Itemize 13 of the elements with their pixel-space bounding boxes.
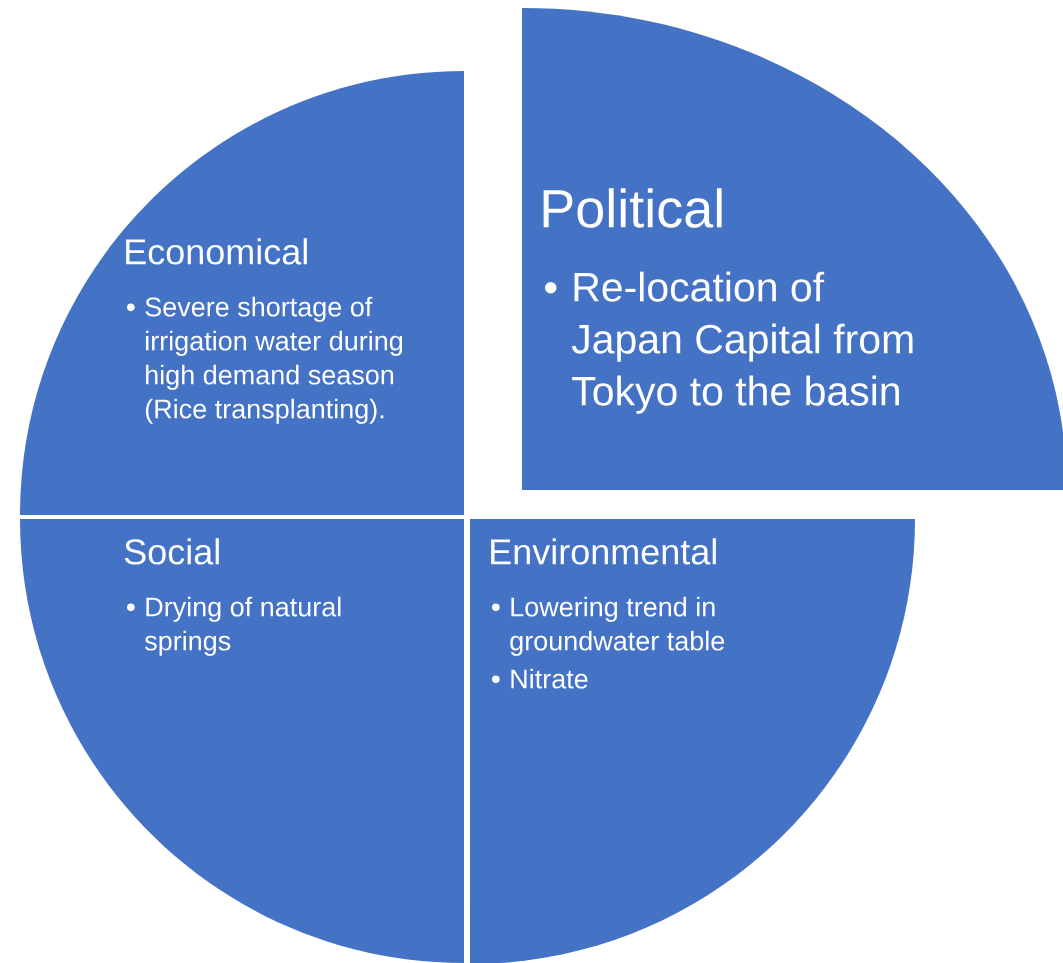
pie-sector bbox=[522, 8, 1063, 490]
bullet-item: Severe shortage of irrigation water during high demand season (Rice transplanting). bbox=[127, 296, 403, 424]
heading: Economical bbox=[126, 238, 307, 265]
bullet-item: Lowering trend in groundwater table bbox=[492, 596, 725, 656]
bullet-item: Nitrate bbox=[492, 668, 588, 689]
pie-sector bbox=[470, 519, 915, 963]
heading: Environmental bbox=[491, 538, 716, 565]
pie-sector bbox=[20, 71, 464, 515]
bullet-item: Re-location of Japan Capital from Tokyo to the basin bbox=[545, 271, 913, 414]
pie-sector bbox=[20, 519, 464, 963]
bullet-item: Drying of natural springs bbox=[127, 596, 341, 656]
heading: Political bbox=[543, 188, 722, 228]
heading: Social bbox=[124, 538, 219, 565]
